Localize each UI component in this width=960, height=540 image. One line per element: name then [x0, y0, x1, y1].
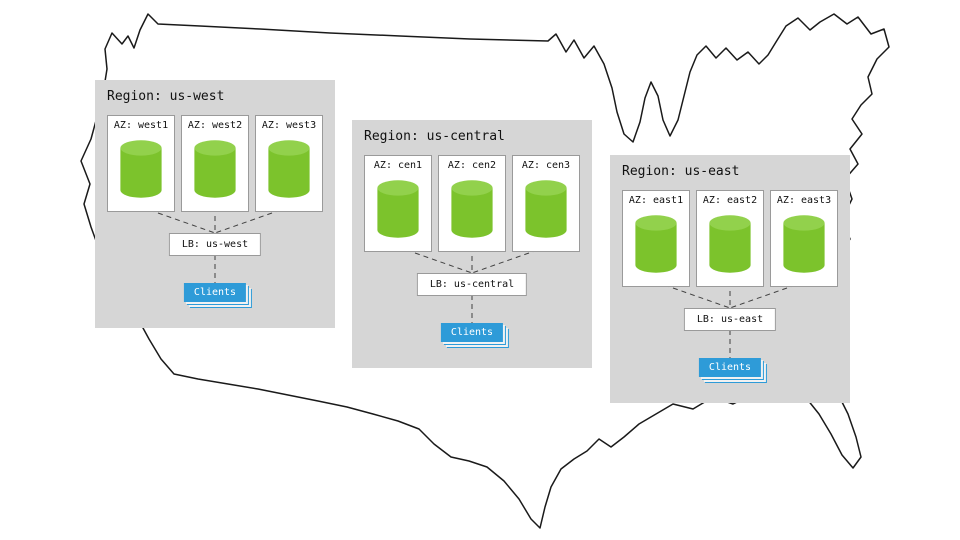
database-cylinder-icon — [194, 140, 236, 198]
database-cylinder-icon — [120, 140, 162, 198]
database-cylinder-icon — [377, 180, 419, 238]
az-box: AZ: east2 — [696, 190, 764, 287]
database-cylinder-icon — [783, 215, 825, 273]
az-box: AZ: west2 — [181, 115, 249, 212]
az-label: AZ: cen1 — [373, 160, 423, 171]
region-box-us-west: Region: us-west AZ: west1 AZ: west2 — [95, 80, 335, 328]
az-box: AZ: cen3 — [512, 155, 580, 252]
az-label: AZ: east1 — [628, 195, 684, 206]
load-balancer-box: LB: us-central — [416, 273, 528, 296]
az-row: AZ: cen1 AZ: cen2 AZ: cen3 — [364, 155, 580, 252]
az-box: AZ: west3 — [255, 115, 323, 212]
database-cylinder-icon — [451, 180, 493, 238]
az-box: AZ: east1 — [622, 190, 690, 287]
az-box: AZ: cen2 — [438, 155, 506, 252]
az-box: AZ: cen1 — [364, 155, 432, 252]
database-cylinder-icon — [525, 180, 567, 238]
load-balancer-box: LB: us-west — [168, 233, 262, 256]
az-row: AZ: east1 AZ: east2 AZ: east3 — [622, 190, 838, 287]
az-box: AZ: east3 — [770, 190, 838, 287]
az-label: AZ: east3 — [776, 195, 832, 206]
az-label: AZ: cen3 — [521, 160, 571, 171]
az-label: AZ: east2 — [702, 195, 758, 206]
clients-box: Clients — [698, 358, 762, 377]
database-cylinder-icon — [709, 215, 751, 273]
az-label: AZ: west1 — [113, 120, 169, 131]
region-title: Region: us-central — [364, 129, 505, 144]
region-title: Region: us-west — [107, 89, 225, 104]
az-label: AZ: west2 — [187, 120, 243, 131]
az-label: AZ: cen2 — [447, 160, 497, 171]
clients-box: Clients — [440, 323, 504, 342]
region-title: Region: us-east — [622, 164, 740, 179]
database-cylinder-icon — [635, 215, 677, 273]
region-box-us-central: Region: us-central AZ: cen1 AZ: cen2 — [352, 120, 592, 368]
az-label: AZ: west3 — [261, 120, 317, 131]
database-cylinder-icon — [268, 140, 310, 198]
load-balancer-box: LB: us-east — [683, 308, 777, 331]
az-row: AZ: west1 AZ: west2 AZ: west3 — [107, 115, 323, 212]
az-box: AZ: west1 — [107, 115, 175, 212]
region-box-us-east: Region: us-east AZ: east1 AZ: east2 — [610, 155, 850, 403]
clients-box: Clients — [183, 283, 247, 302]
